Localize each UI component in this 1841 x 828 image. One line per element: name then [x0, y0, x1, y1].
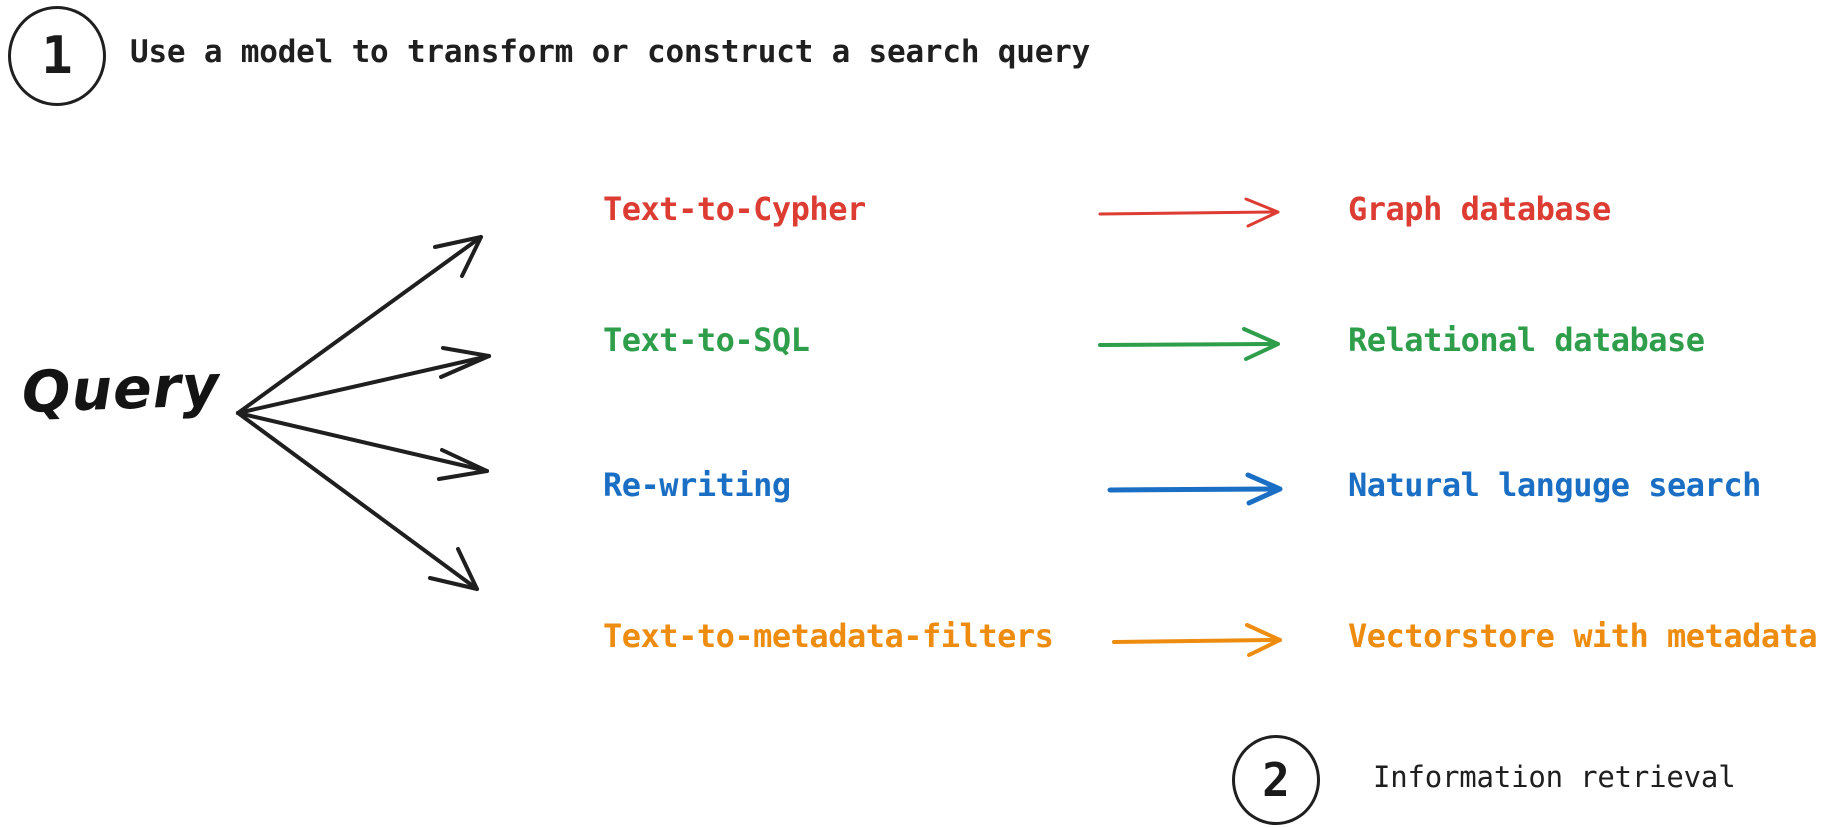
fan-arrow-4 [236, 411, 479, 591]
query-source-label: Query [20, 353, 221, 426]
technique-label-text-to-cypher: Text-to-Cypher [603, 190, 866, 228]
fan-arrow-3 [236, 411, 489, 481]
step-badge-2-number: 2 [1262, 753, 1290, 807]
row-arrow-red [1098, 197, 1280, 228]
technique-label-text-to-metadata-filters: Text-to-metadata-filters [603, 617, 1054, 655]
step-badge-1: 1 [8, 6, 106, 106]
step-badge-1-number: 1 [41, 26, 73, 86]
fan-arrow-2 [236, 346, 491, 415]
step-2-caption: Information retrieval [1373, 760, 1736, 794]
row-arrow-orange [1112, 623, 1282, 657]
technique-label-text-to-sql: Text-to-SQL [603, 321, 810, 359]
row-arrow-blue [1107, 472, 1283, 506]
technique-label-re-writing: Re-writing [603, 466, 791, 504]
row-arrow-green [1098, 327, 1280, 361]
step-badge-2: 2 [1232, 735, 1320, 825]
target-label-vectorstore-with-metadata: Vectorstore with metadata [1348, 617, 1818, 655]
target-label-natural-language-search: Natural languge search [1348, 466, 1761, 504]
target-label-relational-database: Relational database [1348, 321, 1705, 359]
fan-arrow-1 [236, 235, 483, 415]
step-1-caption: Use a model to transform or construct a … [130, 34, 1091, 70]
target-label-graph-database: Graph database [1348, 190, 1611, 228]
